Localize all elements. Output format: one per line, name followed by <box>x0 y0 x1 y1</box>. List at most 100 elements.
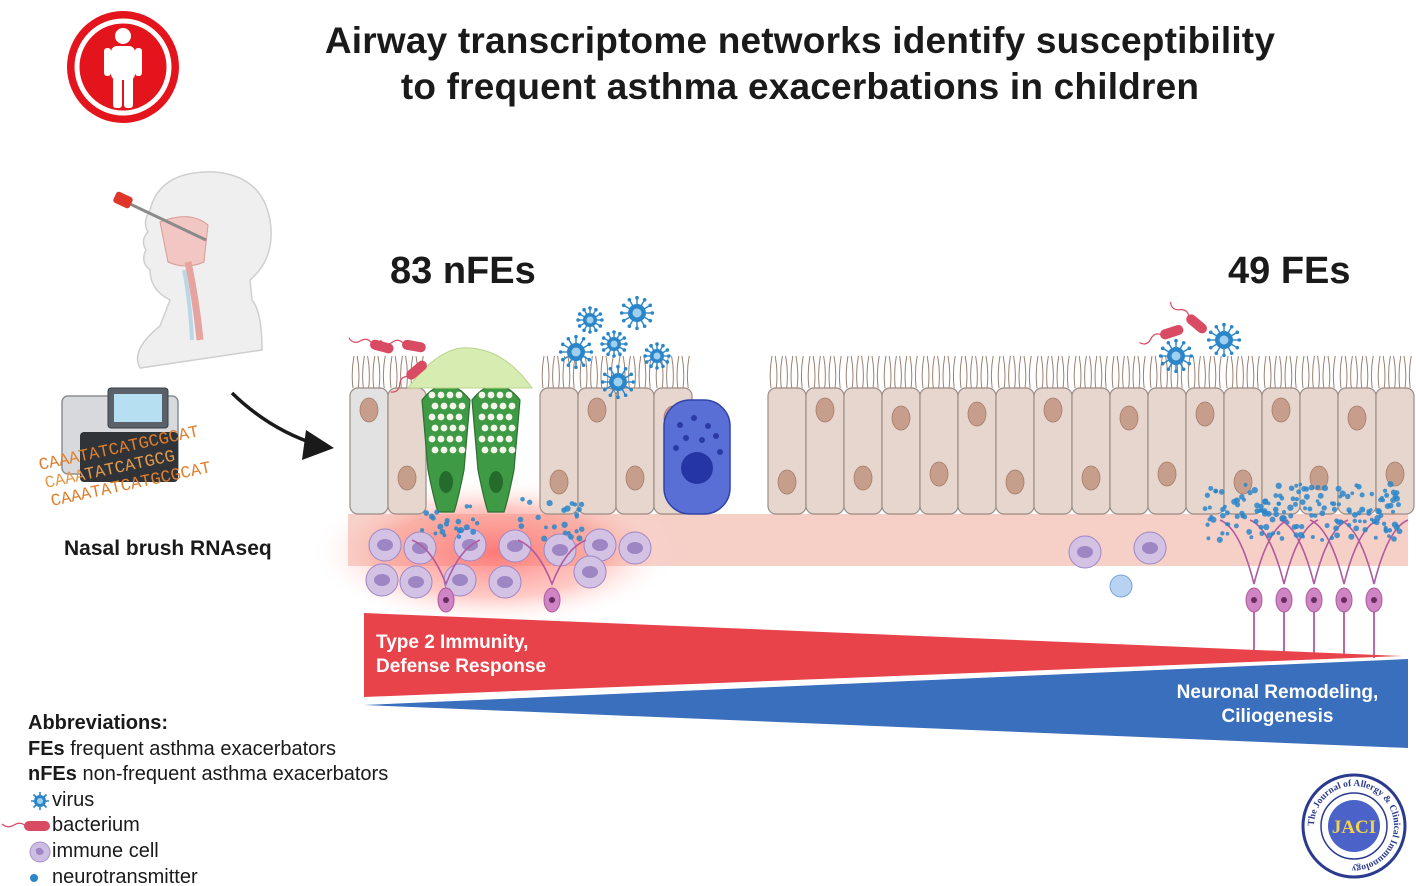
neurotransmitter-dot <box>562 530 568 536</box>
neurotransmitter-dot <box>1205 522 1210 527</box>
cilium <box>1154 355 1158 389</box>
mucin-granule <box>431 402 439 410</box>
neurotransmitter-dot <box>1344 493 1351 500</box>
cilium <box>833 355 837 389</box>
legend-row-bacterium: bacterium <box>1 813 388 839</box>
cilium <box>1398 355 1402 389</box>
cilium <box>942 355 946 389</box>
immune-cell-nucleus <box>552 544 568 556</box>
virus-spike-tip <box>1237 338 1242 342</box>
neurotransmitter-dot <box>1224 510 1230 516</box>
neurotransmitter-dot <box>1382 488 1388 493</box>
virus-spike-tip <box>661 364 665 369</box>
neurotransmitter-dot <box>1335 519 1342 525</box>
neurotransmitter-dot <box>1281 509 1286 514</box>
immune-cell-nucleus <box>1077 546 1093 558</box>
cilium <box>1002 355 1006 389</box>
cilium <box>567 355 571 389</box>
cilium <box>1023 355 1027 389</box>
cilium <box>1236 355 1239 389</box>
bacterium <box>1169 301 1207 334</box>
mucin-granule <box>440 402 448 410</box>
cilium <box>1365 355 1369 389</box>
immune-cell-nucleus <box>408 576 424 588</box>
virus-core <box>571 347 581 357</box>
immune-cell-nucleus <box>452 574 468 586</box>
cilium <box>1225 355 1229 389</box>
neurotransmitter-dot <box>439 528 446 535</box>
immune-cells <box>365 528 1167 599</box>
swab-handle <box>113 191 133 209</box>
neurotransmitter-dot <box>1218 488 1225 495</box>
cilium <box>377 355 381 389</box>
virus-spike-tip <box>576 318 580 322</box>
neurotransmitter-dot <box>1315 499 1320 503</box>
neurotransmitter-dot <box>1378 513 1384 519</box>
neurotransmitter-dot <box>1336 502 1341 507</box>
mucin-granule <box>437 391 445 399</box>
neurotransmitter-dot <box>437 523 444 530</box>
neurotransmitter-dot <box>1390 497 1396 504</box>
bacterium-flagellum <box>390 375 409 393</box>
neurotransmitter-dot <box>1279 536 1285 541</box>
neurotransmitter-dot <box>1321 505 1327 511</box>
neurotransmitter-dot <box>1273 493 1279 498</box>
cilia-tuft <box>1225 355 1260 389</box>
cilium <box>666 355 669 389</box>
cilium <box>871 355 875 389</box>
cilia-tuft <box>959 355 994 389</box>
cilium <box>807 355 811 389</box>
goblet-nucleus <box>489 471 503 493</box>
cilium <box>1251 355 1255 389</box>
neurotransmitter-dot <box>1371 519 1377 525</box>
mucin-granule <box>499 446 507 454</box>
cilia-tuft <box>1339 355 1374 389</box>
mucin-granule <box>490 402 498 410</box>
bacterium <box>348 337 394 354</box>
cilium <box>1355 355 1358 389</box>
cilium <box>1018 355 1022 389</box>
mucin-granule <box>431 446 439 454</box>
viruses <box>558 295 1242 400</box>
airway-tube <box>184 261 204 341</box>
cilium <box>970 355 973 389</box>
bacterium-body <box>402 339 426 353</box>
cilium <box>1111 355 1115 389</box>
neurotransmitter-dot <box>1381 521 1387 526</box>
neurotransmitter-dot <box>420 528 425 533</box>
virus-spike-tip <box>648 318 653 323</box>
neurotransmitter-dot <box>1269 516 1276 523</box>
virus-spike-tip <box>1229 351 1234 356</box>
neurotransmitter-dot <box>1204 492 1210 498</box>
legend-label: bacterium <box>52 814 140 837</box>
flow-arrow-head <box>302 430 334 460</box>
journal-seal-logo: The Journal of Allergy & Clinical Immuno… <box>1301 773 1407 879</box>
neurotransmitter-dot <box>1338 494 1343 499</box>
epithelial-cell <box>1147 387 1187 515</box>
neurotransmitter-dot <box>1348 533 1355 540</box>
virus-spike-tip <box>644 348 649 352</box>
cilium <box>638 355 642 389</box>
mucin-granule <box>481 424 489 432</box>
epithelial-cell <box>919 387 959 515</box>
neurotransmitter-dot <box>1369 491 1375 497</box>
cilium <box>856 355 859 389</box>
neurotransmitter-dot <box>1352 511 1358 518</box>
mast-granule <box>673 445 679 451</box>
cilium <box>1274 355 1277 389</box>
neurotransmitter-dot <box>1384 492 1390 498</box>
neurotransmitter-dot <box>474 520 480 526</box>
neurotransmitter-dot <box>1243 482 1248 487</box>
cilium <box>628 355 631 389</box>
neurotransmitter-dot <box>463 524 470 531</box>
abbreviations-panel: Abbreviations: FEs frequent asthma exace… <box>1 711 388 886</box>
cilium <box>1327 355 1331 389</box>
mucin-granule <box>446 435 454 443</box>
cilium <box>769 355 773 389</box>
virus-spike-tip <box>574 334 578 339</box>
virus-spike-tip <box>627 324 632 329</box>
epithelium-layer <box>349 347 1415 515</box>
cilium <box>1218 355 1222 389</box>
cilia-tuft <box>845 355 880 389</box>
